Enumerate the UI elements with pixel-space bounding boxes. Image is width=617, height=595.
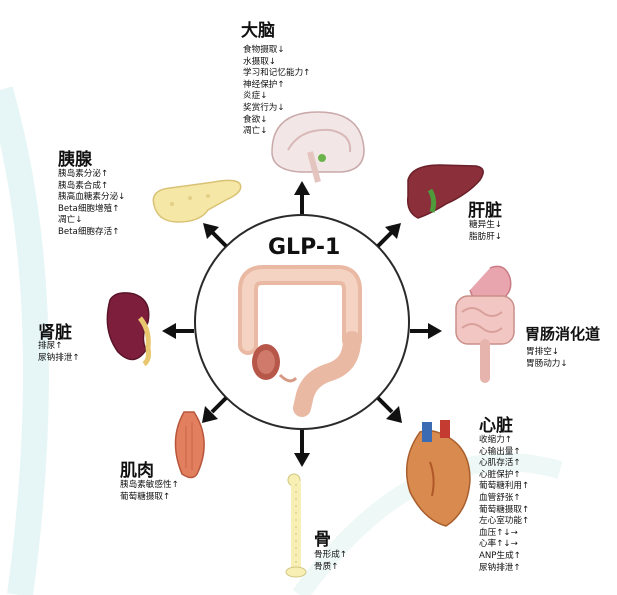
brain-effect: 食欲↓ (243, 114, 268, 125)
muscle-effect: 胰岛素敏感性↑ (120, 480, 179, 490)
brain-effect: 凋亡↓ (243, 126, 268, 137)
liver-effect: 糖异生↓ (469, 220, 502, 230)
bone-effects: 骨形成↑ 骨质↑ (314, 550, 347, 573)
heart-effect: 心肌存活↑ (479, 458, 521, 469)
muscle-title: 肌肉 (120, 461, 154, 481)
heart-effect: ANP生成↑ (479, 550, 521, 561)
center-circle (194, 214, 410, 430)
brain-effect: 奖赏行为↓ (243, 102, 285, 113)
pancreas-effect: Beta细胞增殖↑ (58, 203, 120, 214)
bone-effect: 骨质↑ (314, 561, 339, 572)
heart-effect: 心输出量↑ (479, 446, 521, 457)
pancreas-effects: 胰岛素分泌↑ 胰岛素合成↑ 胰高血糖素分泌↓ Beta细胞增殖↑ 凋亡↓ Bet… (58, 169, 125, 239)
kidney-effect: 排尿↑ (38, 341, 63, 351)
heart-title: 心脏 (479, 416, 513, 436)
intestine-illustration (238, 265, 362, 417)
brain-effect: 炎症↓ (243, 91, 268, 102)
liver-effects: 糖异生↓ 脂肪肝↓ (469, 220, 502, 243)
heart-effect: 血压↑↓→ (479, 527, 518, 538)
brain-effect: 神经保护↑ (243, 79, 285, 90)
heart-effect: 心脏保护↑ (479, 469, 521, 480)
kidney-effect: 尿钠排泄↑ (38, 352, 80, 363)
arrows (162, 181, 442, 467)
muscle-effects: 胰岛素敏感性↑ 葡萄糖摄取↑ (120, 480, 179, 503)
brain-effect: 食物摄取↓ (243, 45, 285, 55)
gi-title: 胃肠消化道 (525, 325, 601, 343)
pancreas-effect: 胰高血糖素分泌↓ (58, 192, 126, 203)
bone-effect: 骨形成↑ (314, 550, 347, 560)
liver-illustration (406, 164, 484, 219)
kidney-effects: 排尿↑ 尿钠排泄↑ (38, 341, 80, 364)
brain-effect: 水摄取↓ (243, 56, 276, 67)
bone-illustration (285, 473, 307, 578)
heart-effect: 葡萄糖利用↑ (479, 481, 530, 492)
liver-title: 肝脏 (468, 201, 502, 221)
heart-effect: 血管舒张↑ (479, 492, 521, 503)
pancreas-title: 胰腺 (58, 150, 92, 170)
pancreas-effect: 胰岛素分泌↑ (58, 169, 109, 179)
heart-illustration (405, 420, 471, 527)
heart-effect: 收缩力↑ (479, 435, 512, 445)
brain-effects: 食物摄取↓ 水摄取↓ 学习和记忆能力↑ 神经保护↑ 炎症↓ 奖赏行为↓ 食欲↓ … (243, 45, 310, 138)
gi-effect: 胃排空↓ (526, 347, 559, 357)
heart-effects: 收缩力↑ 心输出量↑ 心肌存活↑ 心脏保护↑ 葡萄糖利用↑ 血管舒张↑ 葡萄糖摄… (479, 435, 529, 574)
muscle-illustration (174, 411, 205, 479)
heart-effect: 心率↑↓→ (479, 539, 518, 550)
pancreas-effect: Beta细胞存活↑ (58, 226, 120, 237)
brain-effect: 学习和记忆能力↑ (243, 68, 311, 79)
heart-effect: 左心室功能↑ (479, 516, 530, 527)
bone-title: 骨 (314, 530, 331, 550)
gi-tract-illustration (455, 265, 515, 383)
heart-effect: 尿钠排泄↑ (479, 562, 521, 573)
brain-title: 大脑 (241, 21, 275, 41)
muscle-effect: 葡萄糖摄取↑ (120, 491, 171, 502)
center-label: GLP-1 (268, 235, 341, 260)
kidney-title: 肾脏 (38, 323, 72, 343)
pancreas-illustration (152, 179, 242, 223)
liver-effect: 脂肪肝↓ (469, 231, 502, 242)
brain-illustration (271, 111, 365, 183)
heart-effect: 葡萄糖摄取↑ (479, 504, 530, 515)
gi-effect: 胃肠动力↓ (526, 358, 568, 369)
pancreas-effect: 胰岛素合成↑ (58, 180, 109, 191)
kidney-illustration (106, 292, 151, 367)
pancreas-effect: 凋亡↓ (58, 215, 83, 226)
gi-effects: 胃排空↓ 胃肠动力↓ (526, 347, 568, 370)
